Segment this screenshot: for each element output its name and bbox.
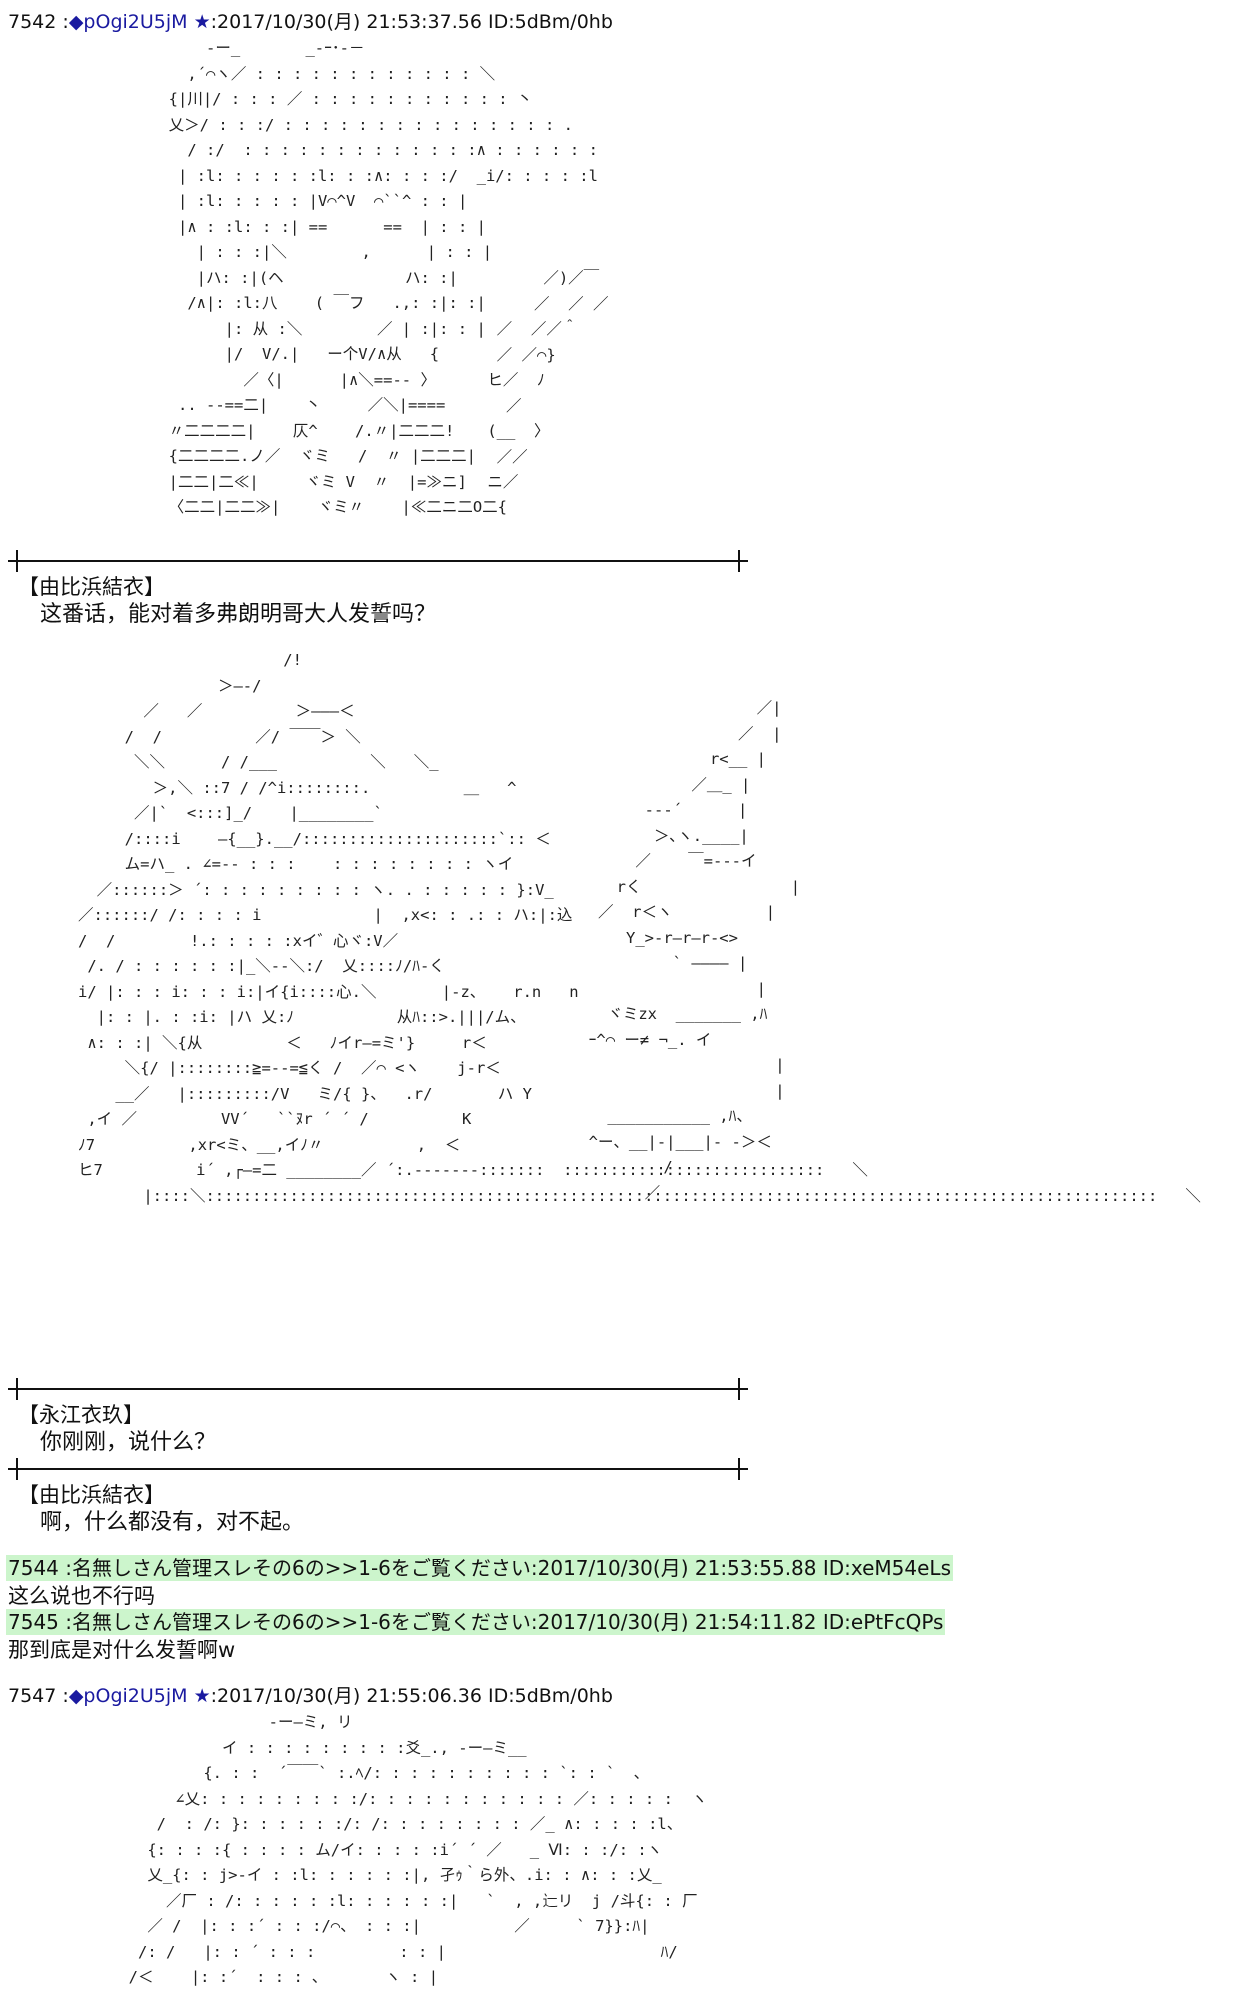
post-trip: ◆pOgi2U5jM ★: [68, 11, 211, 33]
post-datetime: :2017/10/30(月) 21:55:06.36: [210, 1685, 482, 1707]
speaker-name: 【永江衣玖】: [18, 1403, 144, 1427]
ascii-art-character: /! ＞―‐/ ／ ／ ＞―――＜ / / ／/ ￣￣＞ ＼ ＼＼ / /___…: [77, 651, 1201, 1205]
scene-divider: [8, 550, 748, 572]
speaker-name: 【由比浜結衣】: [18, 1483, 165, 1507]
post-datetime: :2017/10/30(月) 21:53:37.56: [210, 11, 482, 33]
post-header: 7542 :◆pOgi2U5jM ★:2017/10/30(月) 21:53:3…: [8, 11, 613, 33]
ascii-art-flag: ／| ／ | r<__ | ／＿_ | --‐´ | ＞､ヽ.____| ／ ￣…: [588, 699, 801, 1202]
scene-divider: [8, 1378, 748, 1400]
post-trip: ◆pOgi2U5jM ★: [68, 1685, 211, 1707]
post-number[interactable]: 7542: [8, 11, 57, 33]
dialogue-line: 这番话，能对着多弗朗明哥大人发誓吗？: [40, 602, 437, 627]
speaker-name: 【由比浜結衣】: [18, 575, 165, 599]
post-number[interactable]: 7547: [8, 1685, 57, 1707]
scene-divider: [8, 1458, 748, 1480]
ascii-art-character: ‐ー_ _-ｰ･-－ ,´⌒ヽ／ : : : : : : : : : : : :…: [168, 39, 598, 516]
dialogue-line: 你刚刚，说什么？: [40, 1430, 217, 1455]
reply-header[interactable]: 7545 :名無しさん管理スレその6の>>1-6をご覧ください:2017/10/…: [6, 1609, 946, 1635]
post-id[interactable]: ID:5dBm/0hb: [487, 11, 613, 33]
reply-body: 那到底是对什么发誓啊w: [8, 1638, 236, 1662]
ascii-art-character: ‐ー―ミ, リ イ : : : : : : : : :爻_., ‐ー―ミ__ {…: [128, 1713, 708, 1986]
ascii-art-broom: ／)／￣ ／ ／ ／ ／ ／／＾ ／ ／⌒} ヒ／ ﾉ ／ (__ 〉 ／／ ニ…: [487, 269, 609, 491]
dialogue-line: 啊，什么都没有，对不起。: [40, 1510, 305, 1535]
reply-body: 这么说也不行吗: [8, 1584, 155, 1608]
reply-header[interactable]: 7544 :名無しさん管理スレその6の>>1-6をご覧ください:2017/10/…: [6, 1555, 953, 1581]
post-id[interactable]: ID:5dBm/0hb: [487, 1685, 613, 1707]
post-header: 7547 :◆pOgi2U5jM ★:2017/10/30(月) 21:55:0…: [8, 1685, 613, 1707]
